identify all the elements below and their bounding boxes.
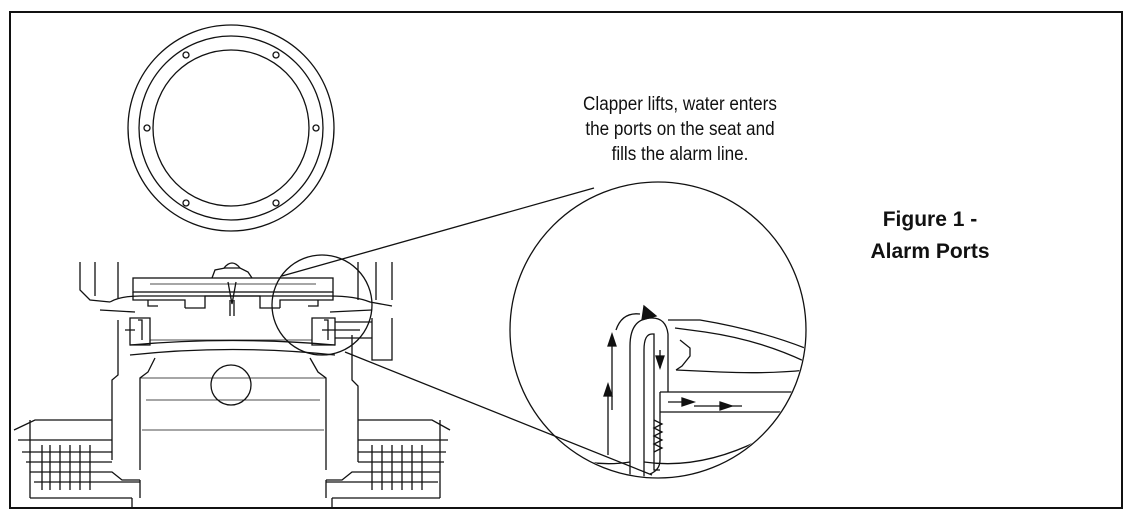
seat-top-view	[127, 24, 335, 232]
figure-title: Figure 1 - Alarm Ports	[830, 204, 1030, 268]
tangent-line-bottom	[344, 351, 653, 476]
flow-arrow-up-icon	[603, 381, 613, 455]
detail-callout	[271, 181, 807, 479]
callout-line: fills the alarm line.	[611, 144, 749, 165]
valve-section-view	[13, 262, 451, 508]
flow-arrow-down-icon	[655, 350, 665, 371]
tangent-line-top	[281, 187, 595, 277]
callout-line: Clapper lifts, water enters	[583, 94, 777, 115]
enlarged-detail	[519, 317, 805, 477]
bolt-holes	[143, 51, 320, 207]
flow-arrow-up-icon	[607, 331, 617, 410]
flow-arrow-right-icon	[668, 397, 697, 407]
figure-title-line1: Figure 1 -	[882, 208, 978, 231]
flow-arrow-right-icon	[694, 401, 742, 411]
figure-border	[9, 11, 1123, 509]
callout-text: Clapper lifts, water enters the ports on…	[572, 92, 788, 167]
flow-arrows	[603, 304, 742, 455]
detail-marker-circle	[271, 254, 373, 356]
flow-arrow-over-icon	[615, 304, 658, 331]
detail-view-circle	[509, 181, 807, 479]
callout-line: the ports on the seat and	[585, 119, 775, 140]
figure-title-line2: Alarm Ports	[870, 240, 990, 263]
